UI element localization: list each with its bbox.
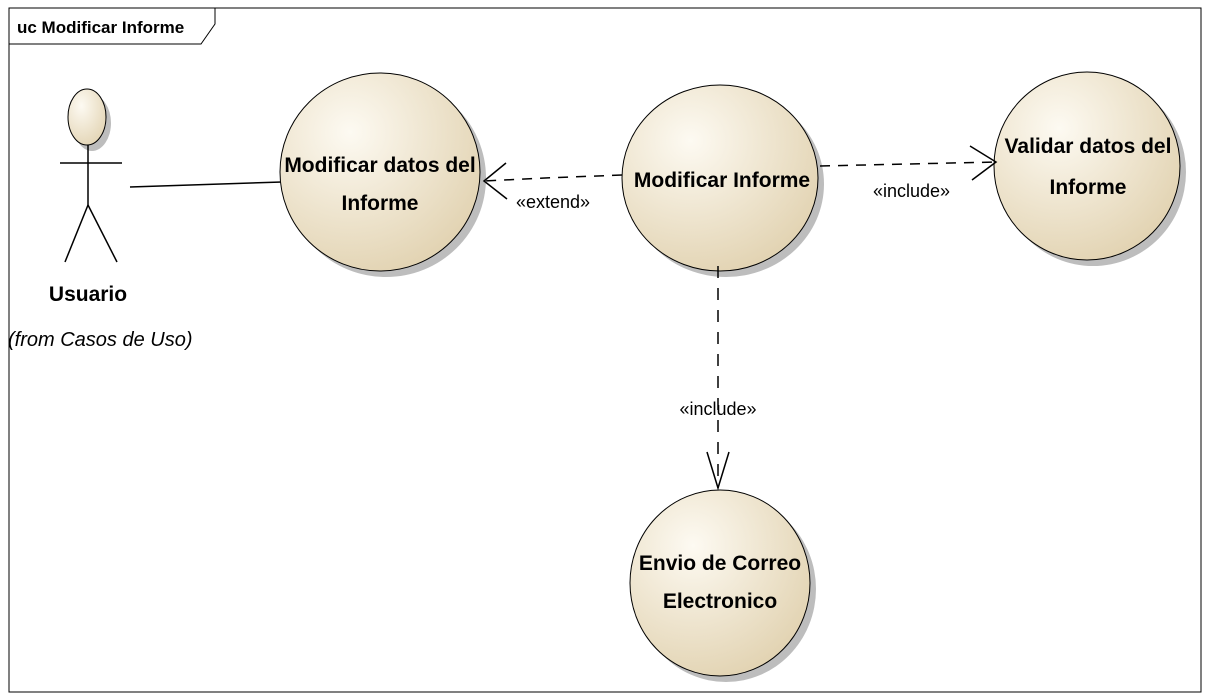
usecase-ellipse xyxy=(993,71,1181,261)
actor-usuario[interactable]: Usuario (from Casos de Uso) xyxy=(8,88,193,351)
extend-relation[interactable]: «extend» xyxy=(482,162,623,212)
usecase-label-line2: Informe xyxy=(1049,176,1126,199)
frame-title: uc Modificar Informe xyxy=(17,18,184,37)
usecase-ellipse xyxy=(629,489,811,677)
include-line xyxy=(819,161,997,167)
association-line xyxy=(129,181,283,188)
usecase-ellipse xyxy=(279,72,481,272)
usecase-label-line1: Validar datos del xyxy=(1005,135,1172,158)
include-label: «include» xyxy=(679,399,756,419)
actor-origin: (from Casos de Uso) xyxy=(8,329,193,351)
actor-left-leg xyxy=(64,204,89,263)
extend-label: «extend» xyxy=(516,192,590,212)
usecase-modificar-datos[interactable]: Modificar datos del Informe xyxy=(279,72,486,277)
include-validar-relation[interactable]: «include» xyxy=(819,145,998,201)
include-arrowhead xyxy=(969,145,998,181)
frame-title-tab xyxy=(8,7,216,45)
include-envio-relation[interactable]: «include» xyxy=(679,266,757,491)
actor-head xyxy=(67,88,107,146)
actor-name: Usuario xyxy=(49,283,127,306)
include-arrowhead xyxy=(706,451,730,491)
diagram-frame: uc Modificar Informe xyxy=(8,7,1202,693)
extend-arrowhead xyxy=(482,162,508,200)
usecase-envio-correo[interactable]: Envio de Correo Electronico xyxy=(629,489,816,682)
include-label: «include» xyxy=(873,181,950,201)
usecase-ellipse xyxy=(621,84,819,272)
usecase-validar-datos[interactable]: Validar datos del Informe xyxy=(993,71,1186,266)
usecase-modificar-informe[interactable]: Modificar Informe xyxy=(621,84,824,277)
usecase-label-line2: Informe xyxy=(341,192,418,215)
usecase-label-line1: Envio de Correo xyxy=(639,552,801,575)
usecase-label-line2: Electronico xyxy=(663,590,777,613)
extend-line xyxy=(483,174,623,182)
actor-right-leg xyxy=(87,204,118,263)
usecase-label-line1: Modificar Informe xyxy=(634,169,810,192)
usecase-label-line1: Modificar datos del xyxy=(284,154,475,177)
